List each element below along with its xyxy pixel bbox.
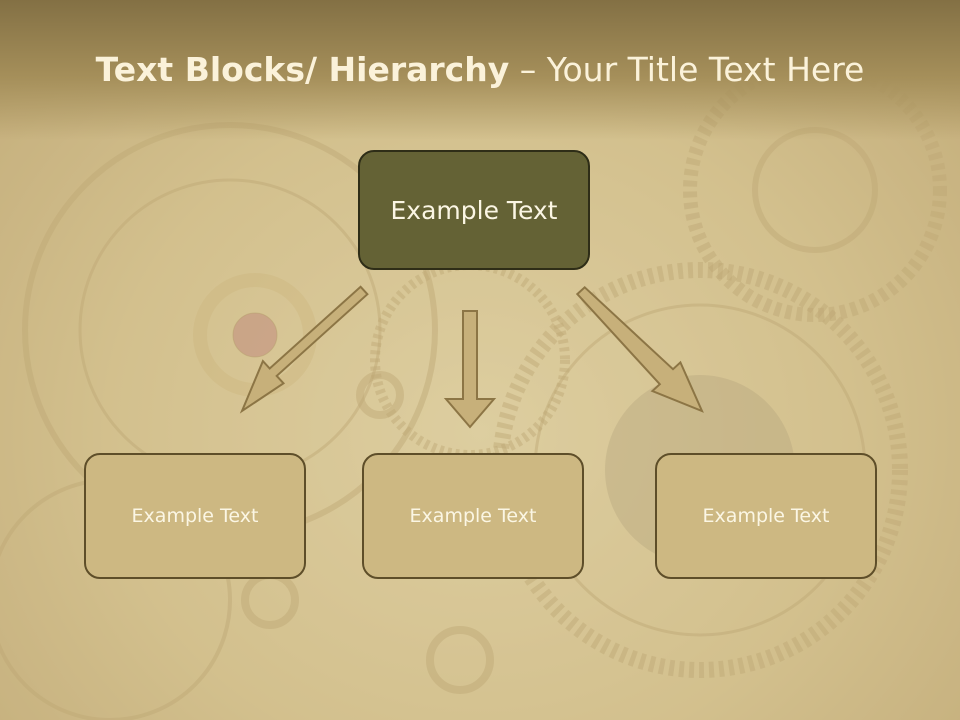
title-band (0, 0, 960, 140)
title-bold-part: Text Blocks/ Hierarchy (95, 50, 510, 89)
arrow-right (575, 285, 704, 413)
title-regular-part: – Your Title Text Here (509, 50, 865, 89)
child-block-right-label: Example Text (702, 505, 830, 527)
top-block-label: Example Text (390, 195, 558, 225)
child-block-left: Example Text (84, 453, 306, 579)
arrow-center (443, 310, 497, 429)
top-block: Example Text (358, 150, 590, 270)
child-block-left-label: Example Text (131, 505, 259, 527)
child-block-right: Example Text (655, 453, 877, 579)
child-block-center-label: Example Text (409, 505, 537, 527)
slide-title: Text Blocks/ Hierarchy – Your Title Text… (0, 50, 960, 89)
child-block-center: Example Text (362, 453, 584, 579)
arrow-left (239, 285, 369, 414)
